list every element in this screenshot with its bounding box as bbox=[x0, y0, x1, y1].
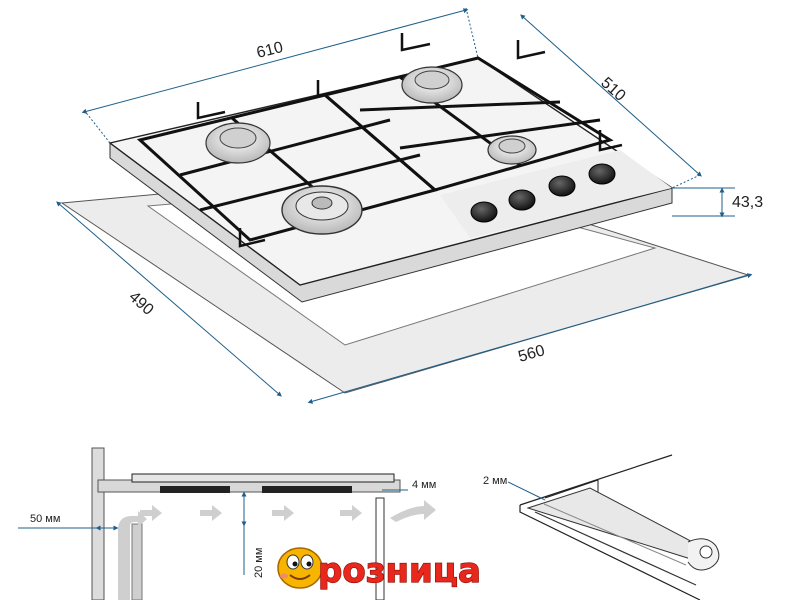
dimension-back-clearance: 50 мм bbox=[30, 513, 60, 525]
dimension-hob-height: 43,3 bbox=[732, 194, 763, 211]
dimension-seal-thickness: 2 мм bbox=[483, 475, 507, 487]
knob-2 bbox=[508, 189, 536, 211]
knob-4 bbox=[588, 163, 616, 185]
installation-cross-section bbox=[18, 447, 436, 600]
seal-detail bbox=[507, 440, 800, 600]
dimension-lines bbox=[56, 7, 753, 404]
airflow-arrow-3 bbox=[272, 505, 294, 521]
dimension-cutout-depth: 490 bbox=[125, 288, 156, 319]
dimension-hob-depth: 510 bbox=[597, 74, 628, 105]
dimension-hob-width: 610 bbox=[255, 39, 285, 62]
dimension-cutout-width: 560 bbox=[516, 342, 546, 366]
dimension-bottom-clearance: 20 мм bbox=[253, 548, 265, 578]
store-logo: розница bbox=[277, 547, 482, 592]
logo-text: розница bbox=[318, 551, 481, 591]
burner-rear-right bbox=[401, 66, 463, 104]
airflow-arrow-4 bbox=[340, 505, 362, 521]
burner-front-right bbox=[487, 135, 537, 165]
dimension-edge-gap: 4 мм bbox=[412, 479, 436, 491]
airflow-arrow-out bbox=[390, 500, 436, 522]
burner-rear-left bbox=[205, 122, 271, 164]
airflow-arrow-curve bbox=[118, 511, 147, 600]
smiley-mascot-icon bbox=[277, 547, 323, 589]
airflow-arrow-1 bbox=[140, 505, 162, 521]
knob-1 bbox=[470, 201, 498, 223]
airflow-arrow-2 bbox=[200, 505, 222, 521]
burner-front-left-wok bbox=[281, 185, 363, 235]
knob-3 bbox=[548, 175, 576, 197]
